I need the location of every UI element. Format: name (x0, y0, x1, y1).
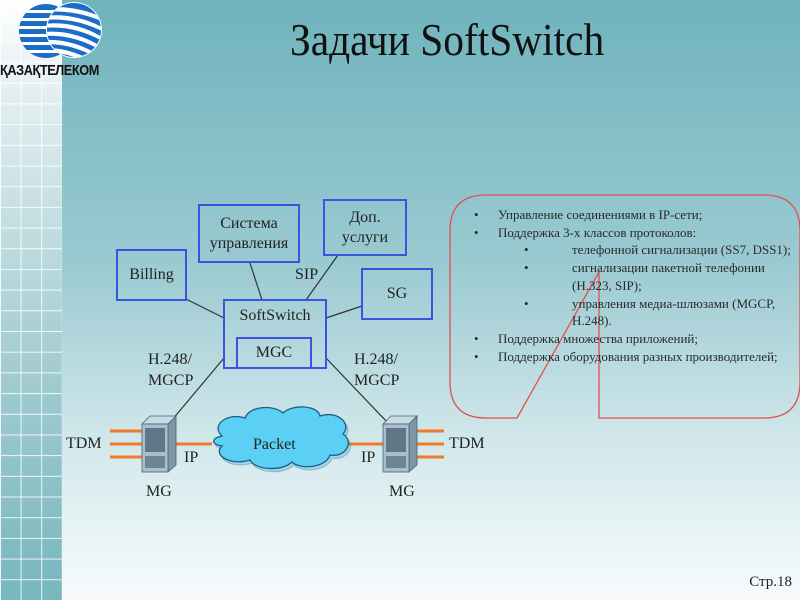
sip-label: SIP (295, 266, 319, 283)
sg-box: SG (361, 268, 433, 320)
mg-right-label: MG (389, 483, 415, 500)
h248-right-label-2: MGCP (354, 372, 400, 389)
h248-left-label-1: H.248/ (148, 351, 192, 368)
task-subitem: телефонной сигнализации (SS7, DSS1); (462, 241, 792, 259)
extra-services-label-1: Доп. (349, 208, 381, 226)
softswitch-label: SoftSwitch (239, 307, 311, 324)
mg-left-label: MG (146, 483, 172, 500)
h248-right-label-1: H.248/ (354, 351, 398, 368)
mgc-label: MGC (255, 344, 293, 361)
billing-label: Billing (129, 266, 174, 283)
task-subitem: сигнализации пакетной телефонии (H.323, … (462, 259, 792, 294)
ip-left-label: IP (184, 449, 199, 466)
billing-box: Billing (116, 249, 187, 301)
mg-right-server-icon (382, 415, 418, 473)
control-system-label-2: управления (209, 234, 289, 252)
control-system-label-1: Система (220, 214, 278, 232)
mgcp-left-link (171, 357, 225, 421)
task-subitem: управления медиа-шлюзами (MGCP, H.248). (462, 295, 792, 330)
decorative-grid (0, 0, 62, 600)
mgc-box: MGC (236, 337, 312, 369)
packet-label: Packet (253, 436, 296, 453)
tasks-list: Управление соединениями в IP-сети; Подде… (462, 206, 792, 365)
sg-label: SG (386, 285, 408, 302)
tdm-left-label: TDM (66, 435, 102, 452)
task-item: Поддержка 3-х классов протоколов: (462, 224, 792, 242)
packet-cloud-icon (213, 406, 351, 473)
control-system-box: Система управления (198, 204, 300, 263)
billing-link (185, 298, 225, 319)
extra-services-label-2: услуги (341, 228, 389, 246)
page-number: Стр.18 (749, 574, 792, 590)
sg-link (325, 305, 363, 319)
ip-right-label: IP (361, 449, 376, 466)
task-item: Поддержка множества приложений; (462, 330, 792, 348)
mg-left-server-icon (141, 415, 177, 473)
tdm-right-label: TDM (449, 435, 485, 452)
task-item: Управление соединениями в IP-сети; (462, 206, 792, 224)
task-item: Поддержка оборудования разных производит… (462, 348, 792, 366)
h248-left-label-2: MGCP (148, 372, 194, 389)
extra-services-box: Доп. услуги (323, 199, 407, 256)
sip-link (305, 254, 339, 301)
kazakhtelecom-logo-icon (19, 2, 102, 58)
page-title: Задачи SoftSwitch (290, 15, 605, 65)
softswitch-tasks-callout: Управление соединениями в IP-сети; Подде… (448, 192, 800, 420)
mgcp-right-link (325, 357, 389, 424)
system-link (249, 262, 263, 301)
logo-text: ҚАЗАҚТЕЛЕКОМ (0, 62, 99, 79)
